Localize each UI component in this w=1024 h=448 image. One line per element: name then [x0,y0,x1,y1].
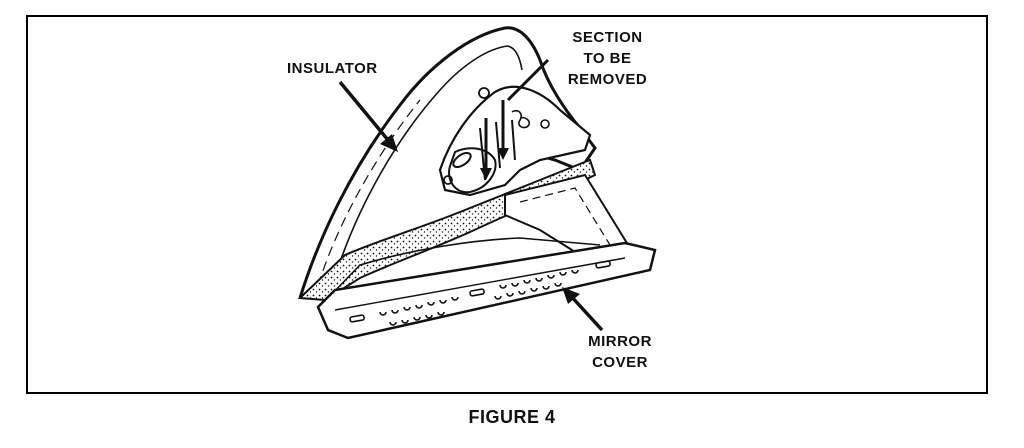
mirror-frame-inner [519,187,611,246]
mirror-label-line-1: MIRROR [588,333,652,350]
figure-frame [26,15,988,394]
mirror-cover [316,241,657,340]
figure-caption: FIGURE 4 [468,407,556,427]
insulator-inner-contour [339,45,523,263]
insulator-arrow [338,80,398,152]
mirror-cover-lip [334,257,626,311]
mounting-bracket [438,85,592,197]
bracket-screw-3 [540,119,550,129]
insulator-label-text: INSULATOR [287,60,378,77]
bracket-spring [511,109,531,129]
section-to-be-removed-label: SECTION TO BE REMOVED [555,27,660,90]
section-label-line-3: REMOVED [567,71,648,88]
section-arrow-upper [506,58,550,102]
bracket-screw [443,175,453,185]
section-label-line-1: SECTION [572,29,643,46]
mirror-label-line-2: COVER [592,354,648,371]
insulator-inner-contour-2 [317,99,421,287]
mirror-cover-arrow [562,287,604,332]
mirror-cover-label: MIRROR COVER [573,331,667,373]
mirror-back-edge [329,237,601,297]
section-label-line-2: TO BE [583,50,632,67]
insulator-label: INSULATOR [287,58,378,79]
mirror-cover-vents [349,260,611,326]
bracket-screw-2 [478,87,490,99]
section-arrow-right [497,100,509,160]
insulator-shell [298,26,597,299]
section-arrow-left [480,118,492,180]
bracket-slot [452,151,472,169]
